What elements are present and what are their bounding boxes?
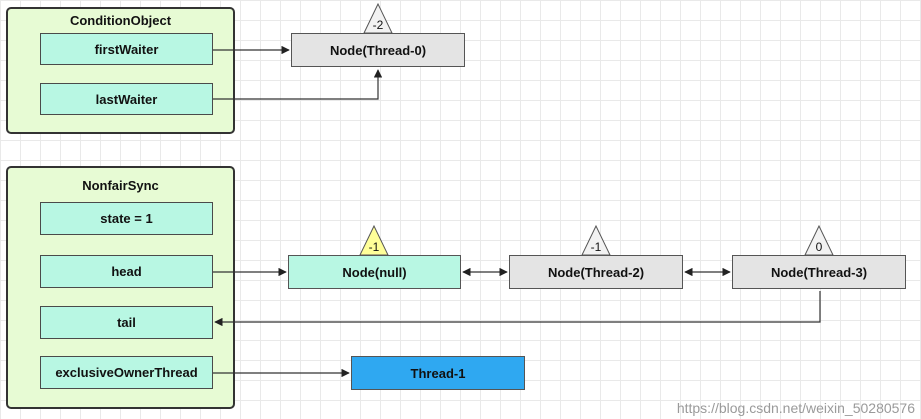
status-triangle-thread-2: -1: [581, 224, 611, 256]
status-label-null: -1: [369, 240, 380, 254]
status-label-thread-0: -2: [373, 18, 384, 32]
last-waiter-arrow: [213, 69, 383, 100]
state-field: state = 1: [40, 202, 213, 235]
node-thread-0: Node(Thread-0): [291, 33, 465, 67]
status-triangle-null: -1: [359, 224, 389, 256]
last-waiter-field: lastWaiter: [40, 83, 213, 115]
exclusive-owner-thread-field: exclusiveOwnerThread: [40, 356, 213, 389]
watermark: https://blog.csdn.net/weixin_50280576: [676, 400, 915, 416]
nonfair-sync-title: NonfairSync: [82, 178, 159, 193]
first-waiter-field: firstWaiter: [40, 33, 213, 65]
head-field: head: [40, 255, 213, 288]
condition-object-title: ConditionObject: [69, 13, 172, 28]
status-triangle-thread-3: 0: [804, 224, 834, 256]
status-triangle-thread-0: -2: [363, 2, 393, 34]
status-label-thread-3: 0: [816, 240, 823, 254]
node-null: Node(null): [288, 255, 461, 289]
status-label-thread-2: -1: [591, 240, 602, 254]
thread-1-box: Thread-1: [351, 356, 525, 390]
tail-field: tail: [40, 306, 213, 339]
node-thread-3: Node(Thread-3): [732, 255, 906, 289]
tail-arrow: [214, 291, 821, 327]
